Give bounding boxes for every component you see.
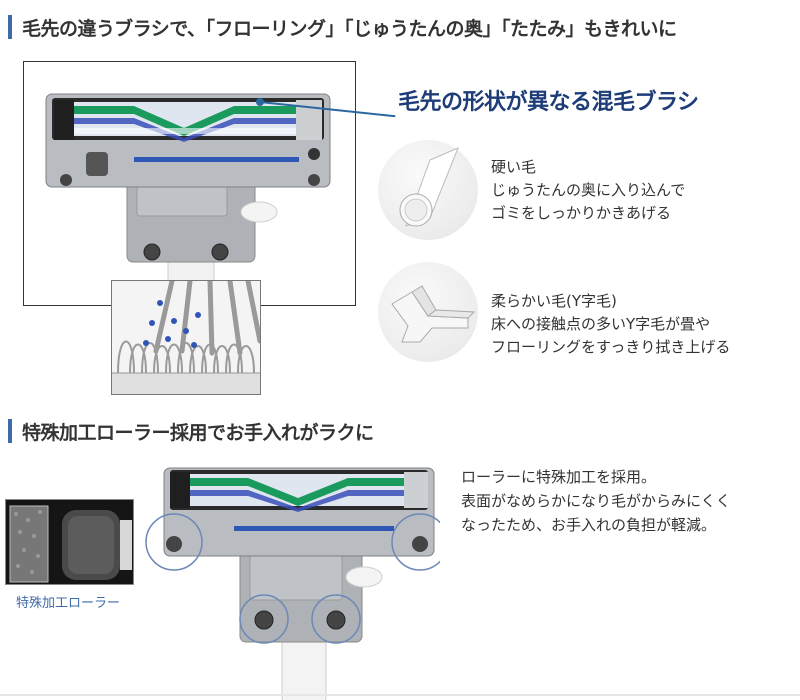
y-bristle-line-2: 床への接触点の多いY字毛が畳や — [491, 315, 711, 333]
brush-head-illustration — [45, 93, 331, 305]
bristle-zoom-inset — [111, 280, 261, 395]
y-bristle-description: 柔らかい毛(Y字毛) 床への接触点の多いY字毛が畳や フローリングをすっきり拭き… — [491, 290, 730, 359]
y-bristle-line-3: フローリングをすっきり拭き上げる — [491, 338, 731, 356]
brush-head-image — [23, 61, 356, 306]
round-bristle-bubble — [378, 140, 478, 240]
y-bristle-icon — [391, 285, 476, 343]
round-bristle-icon — [399, 147, 459, 227]
bottom-divider — [0, 694, 800, 696]
roller-product-illustration — [145, 467, 449, 700]
heading-accent-bar — [8, 15, 12, 39]
roller-texture-illustration — [6, 500, 133, 584]
roller-description: ローラーに特殊加工を採用。 表面がなめらかになり毛がからみにくく なったため、お… — [461, 465, 731, 537]
section-2-header: 特殊加工ローラー採用でお手入れがラクに — [8, 416, 374, 446]
mixed-bristle-callout: 毛先の形状が異なる混毛ブラシ — [398, 90, 699, 115]
section-1-header: 毛先の違うブラシで、「フローリング」「じゅうたんの奥」「たたみ」もきれいに — [8, 12, 677, 42]
roller-desc-line-3: なったため、お手入れの負担が軽減。 — [461, 516, 717, 534]
round-bristle-line-3: ゴミをしっかりかきあげる — [491, 204, 672, 222]
y-bristle-bubble — [378, 262, 478, 362]
roller-desc-line-2: 表面がなめらかになり毛がからみにくく — [461, 492, 731, 510]
bristle-zoom-illustration — [112, 281, 260, 394]
roller-desc-line-1: ローラーに特殊加工を採用。 — [461, 468, 657, 486]
special-roller-label: 特殊加工ローラー — [16, 596, 121, 611]
section-2-title: 特殊加工ローラー採用でお手入れがラクに — [22, 421, 374, 444]
roller-product-image — [142, 462, 449, 700]
round-bristle-line-2: じゅうたんの奥に入り込んで — [491, 181, 686, 199]
y-bristle-title: 柔らかい毛(Y字毛) — [491, 292, 617, 310]
section-1-title: 毛先の違うブラシで、「フローリング」「じゅうたんの奥」「たたみ」もきれいに — [22, 17, 677, 40]
round-bristle-title: 硬い毛 — [491, 158, 537, 176]
heading-accent-bar — [8, 419, 12, 443]
round-bristle-description: 硬い毛 じゅうたんの奥に入り込んで ゴミをしっかりかきあげる — [491, 156, 685, 225]
roller-texture-photo — [5, 499, 134, 585]
